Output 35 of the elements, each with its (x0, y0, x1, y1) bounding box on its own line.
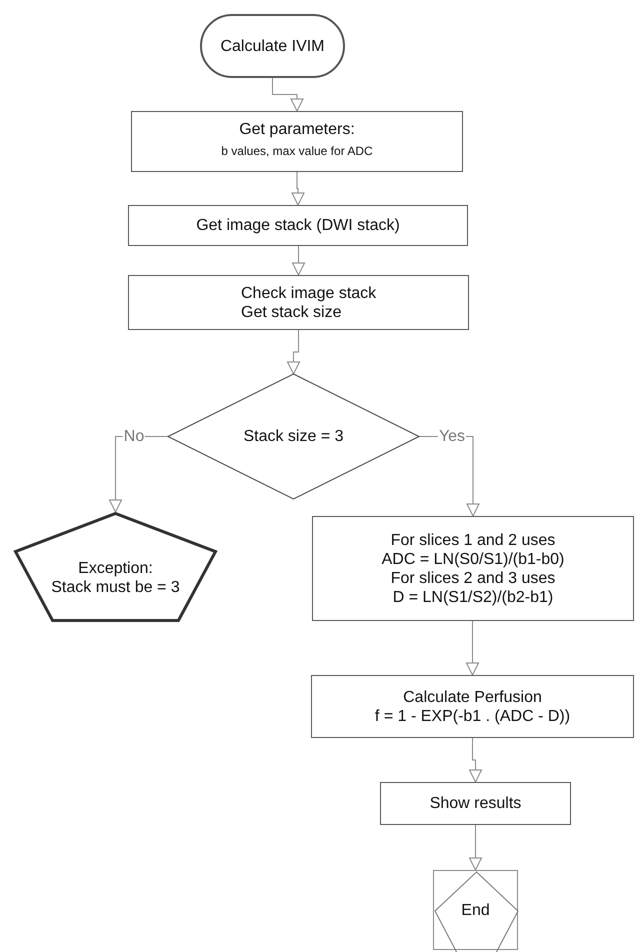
arrow (292, 172, 304, 206)
process-box (311, 675, 634, 738)
node-text: Get stack size (241, 302, 342, 322)
process-box (128, 205, 468, 246)
end-terminator (433, 870, 518, 950)
arrow (272, 78, 304, 112)
arrow (466, 620, 479, 676)
arrow (287, 330, 300, 374)
process-box (131, 111, 463, 172)
arrow (109, 436, 168, 512)
decision-diamond (168, 374, 419, 499)
arrow (469, 824, 482, 870)
process-box (380, 782, 571, 825)
node-text: Check image stack (241, 284, 376, 302)
exception-pentagon (14, 512, 217, 622)
node-text: For slices 1 and 2 uses (390, 530, 556, 550)
node-text: Calculate Perfusion (403, 688, 542, 706)
node-text: Get parameters: (239, 120, 355, 139)
node-text: ADC = LN(S0/S1)/(b1-b0) (382, 550, 564, 568)
start-terminator (200, 14, 345, 78)
node-text: Get image stack (DWI stack) (196, 216, 400, 235)
node-text: For slices 2 and 3 uses (390, 568, 556, 588)
node-text: Stack must be = 3 (51, 578, 180, 597)
process-box (128, 275, 469, 330)
node-text: Stack size = 3 (243, 427, 344, 446)
node-text: Calculate IVIM (220, 36, 325, 56)
parameter-note: b values, max value for ADC (221, 143, 373, 160)
arrow (292, 246, 305, 276)
process-box (312, 516, 634, 621)
node-text: Exception: (78, 559, 153, 578)
node-text: f = 1 - EXP(-b1 . (ADC - D)) (374, 706, 570, 726)
arrow (469, 738, 482, 782)
node-text: D = LN(S1/S2)/(b2-b1) (392, 588, 554, 606)
node-text: End (461, 900, 490, 920)
node-text: Show results (430, 794, 522, 813)
